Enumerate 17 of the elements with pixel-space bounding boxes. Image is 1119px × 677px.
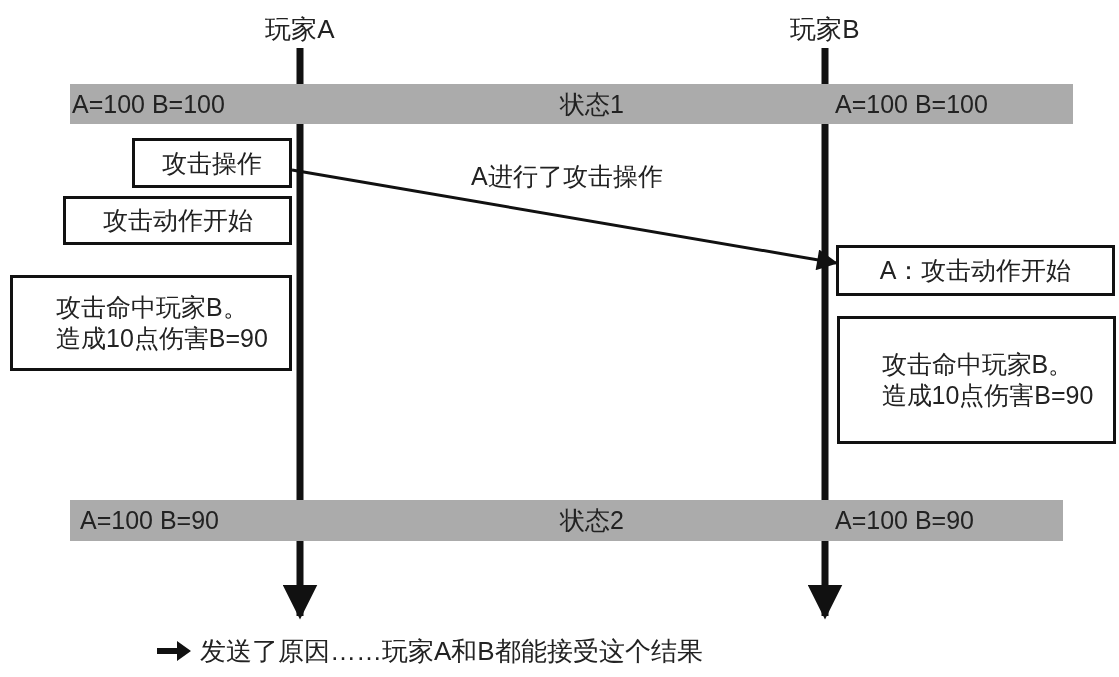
state-band — [70, 500, 1063, 541]
state-text: A=100 B=100 — [72, 88, 225, 120]
event-box: 攻击动作开始 — [63, 196, 292, 245]
state-band — [70, 84, 1073, 124]
state-text: A=100 B=100 — [835, 88, 988, 120]
event-box: 攻击命中玩家B。造成10点伤害B=90 — [10, 275, 292, 371]
state-text: A=100 B=90 — [835, 505, 974, 536]
message-arrow — [291, 168, 839, 271]
lifeline-arrow — [807, 48, 843, 620]
event-box: 攻击命中玩家B。造成10点伤害B=90 — [837, 316, 1116, 444]
lifeline-arrow — [282, 48, 318, 620]
state-text: A=100 B=90 — [80, 505, 219, 536]
caption: 发送了原因……玩家A和B都能接受这个结果 — [200, 635, 703, 668]
state-text: 状态2 — [560, 505, 624, 536]
event-box: A：攻击动作开始 — [836, 245, 1115, 296]
event-box: 攻击操作 — [132, 138, 292, 188]
state-text: 状态1 — [560, 88, 624, 120]
